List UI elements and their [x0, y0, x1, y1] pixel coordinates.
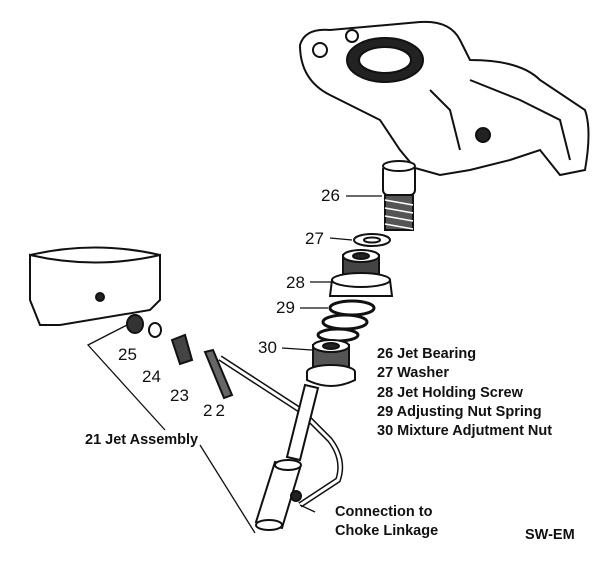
adjusting-nut-spring-part [316, 299, 376, 343]
jet-bearing-part [382, 160, 416, 231]
jet-holding-screw-part [328, 249, 394, 297]
credit-label: SW-EM [525, 527, 575, 543]
connection-label-line1: Connection to [335, 504, 433, 520]
part-number-27: 27 [305, 229, 324, 248]
legend-item: 27 Washer [377, 365, 449, 382]
jet-assembly-part [254, 383, 320, 531]
legend-item: 29 Adjusting Nut Spring [377, 403, 542, 420]
part-22 [203, 348, 234, 400]
mixture-adjustment-nut-part [306, 339, 356, 387]
part-25 [126, 314, 144, 334]
legend-item: 28 Jet Holding Screw [377, 384, 523, 401]
part-number-30: 30 [258, 338, 277, 357]
part-number-24: 24 [142, 367, 161, 386]
part-number-25: 25 [118, 345, 137, 364]
float-chamber [29, 246, 161, 326]
legend-item: 30 Mixture Adjutment Nut [377, 423, 553, 440]
legend-item: 26 Jet Bearing [377, 346, 477, 362]
washer-part [353, 233, 391, 247]
washer-hole [363, 236, 381, 244]
part-23 [170, 333, 194, 366]
part-number-26: 26 [321, 186, 340, 205]
part-number-23: 23 [170, 386, 189, 405]
part-number-28: 28 [286, 273, 305, 292]
part-number-29: 29 [276, 298, 295, 317]
jet-assembly-label: 21 Jet Assembly [85, 432, 199, 448]
part-number-22: 22 [203, 401, 228, 420]
parts-legend: 26 Jet Bearing 27 Washer 28 Jet Holding … [377, 345, 552, 441]
part-24 [148, 322, 162, 338]
carburettor-body [298, 20, 590, 177]
leader-lines [86, 195, 382, 534]
connection-label-line2: Choke Linkage [335, 523, 439, 539]
